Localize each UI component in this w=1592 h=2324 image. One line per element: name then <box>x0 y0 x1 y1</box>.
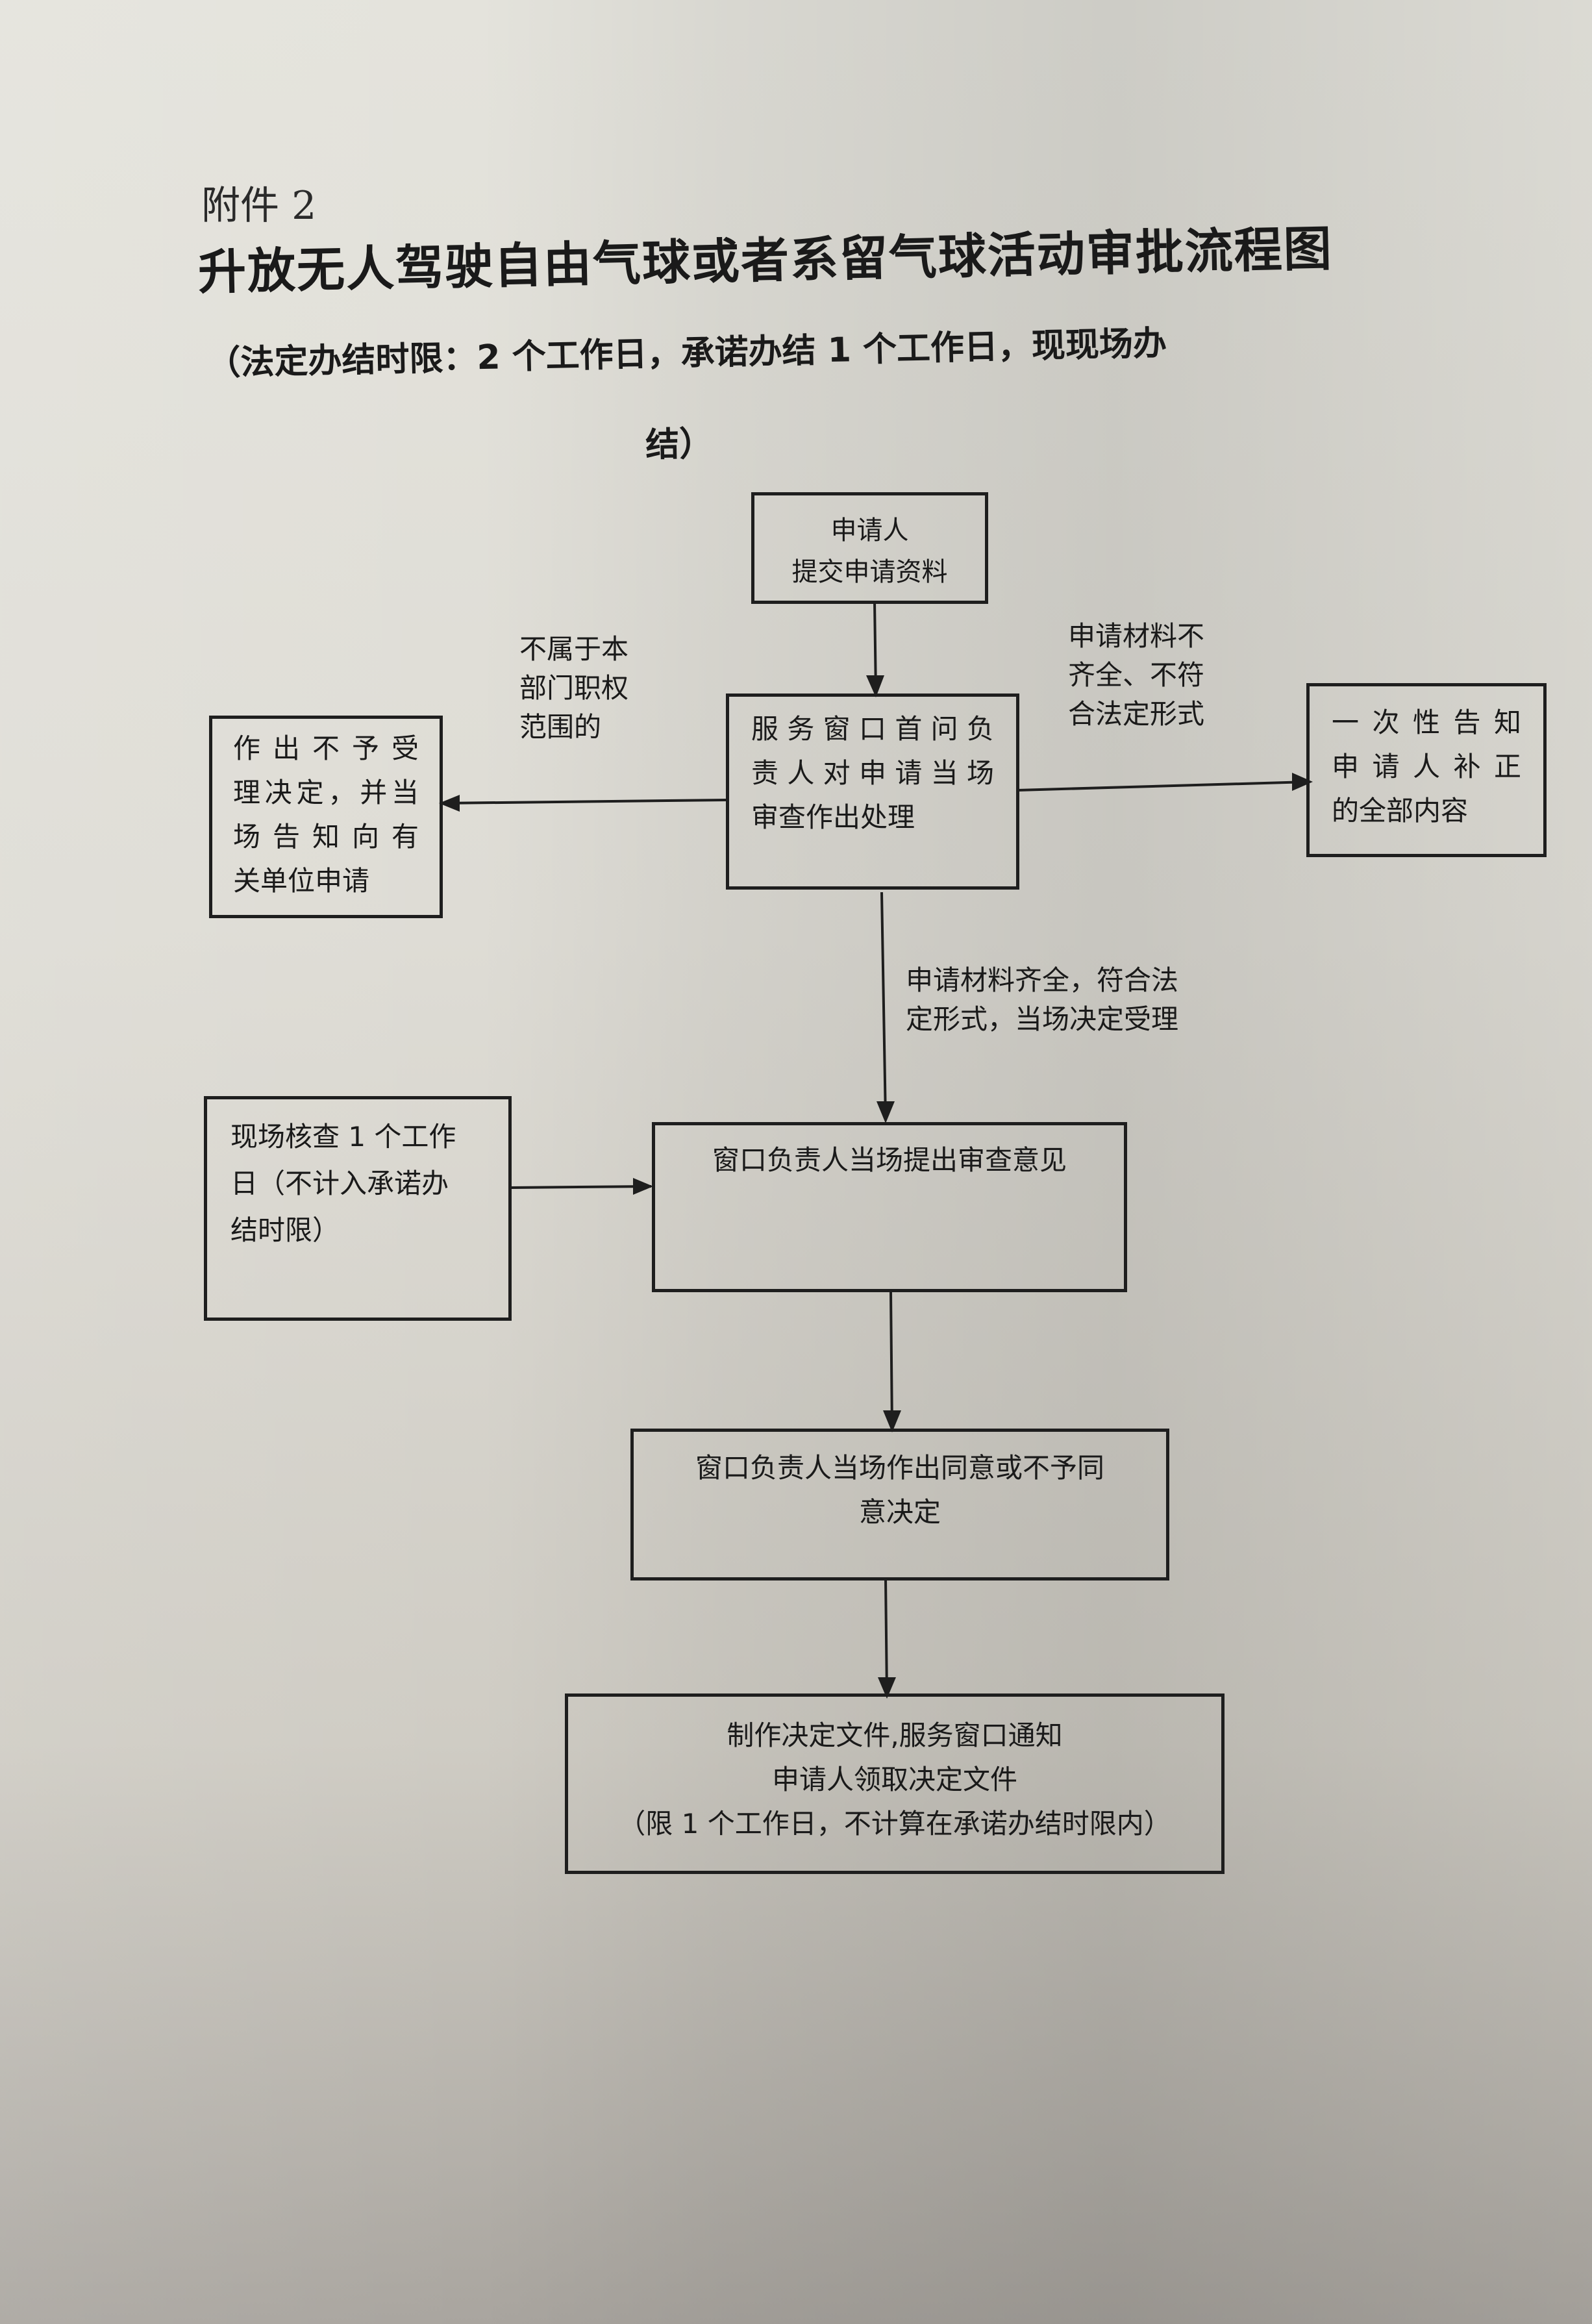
node-decision-line: 意决定 <box>858 1496 941 1528</box>
arrow-review-to-opinion <box>880 892 889 1121</box>
arrow-review-to-notify <box>1017 779 1309 792</box>
node-window-review-line: 服务窗口首问负 <box>751 713 994 745</box>
node-reject: 作出不予受 理决定，并当 场告知向有 关单位申请 <box>209 716 443 918</box>
node-decision: 窗口负责人当场作出同意或不予同 意决定 <box>630 1429 1169 1581</box>
node-issue-line: （限 1 个工作日，不计算在承诺办结时限内） <box>618 1808 1171 1840</box>
edge-label-incomplete: 申请材料不 齐全、不符 合法定形式 <box>1068 620 1205 730</box>
node-notify-line: 申请人补正 <box>1332 751 1521 782</box>
node-apply-line: 申请人 <box>830 516 909 545</box>
arrow-opinion-to-decision <box>888 1292 895 1429</box>
node-issue-line: 申请人领取决定文件 <box>771 1764 1017 1795</box>
node-decision-line: 窗口负责人当场作出同意或不予同 <box>695 1452 1104 1484</box>
node-issue-line: 制作决定文件,服务窗口通知 <box>727 1719 1063 1751</box>
node-site-check-line: 结时限） <box>230 1214 340 1246</box>
arrow-decision-to-issue <box>883 1577 890 1695</box>
node-reject-line: 理决定，并当 <box>233 777 419 808</box>
node-issue-document: 制作决定文件,服务窗口通知 申请人领取决定文件 （限 1 个工作日，不计算在承诺… <box>565 1693 1225 1874</box>
node-window-review-line: 审查作出处理 <box>751 801 915 833</box>
edge-label-not-in-scope: 不属于本 部门职权 范围的 <box>519 633 629 743</box>
node-notify-correction: 一次性告知 申请人补正 的全部内容 <box>1306 683 1547 857</box>
node-reject-line: 关单位申请 <box>233 865 370 897</box>
edge-label-complete: 申请材料齐全，符合法 定形式，当场决定受理 <box>906 964 1179 1035</box>
attachment-label: 附件 2 <box>201 183 317 229</box>
node-apply: 申请人 提交申请资料 <box>751 492 988 604</box>
arrow-review-to-reject <box>441 799 727 806</box>
node-site-check-line: 日（不计入承诺办 <box>230 1168 449 1199</box>
node-window-review: 服务窗口首问负 责人对申请当场 审查作出处理 <box>726 693 1019 890</box>
node-site-check: 现场核查 1 个工作 日（不计入承诺办 结时限） <box>204 1096 512 1321</box>
node-reject-line: 场告知向有 <box>233 821 419 853</box>
node-review-opinion-line: 窗口负责人当场提出审查意见 <box>712 1144 1067 1176</box>
node-apply-line: 提交申请资料 <box>791 557 948 587</box>
node-reject-line: 作出不予受 <box>233 732 419 764</box>
node-site-check-line: 现场核查 1 个工作 <box>230 1121 456 1153</box>
node-notify-line: 的全部内容 <box>1332 795 1469 827</box>
node-window-review-line: 责人对申请当场 <box>751 757 994 789</box>
arrow-sitecheck-to-opinion <box>510 1183 652 1190</box>
node-notify-line: 一次性告知 <box>1332 706 1521 738</box>
node-review-opinion: 窗口负责人当场提出审查意见 <box>652 1122 1127 1292</box>
